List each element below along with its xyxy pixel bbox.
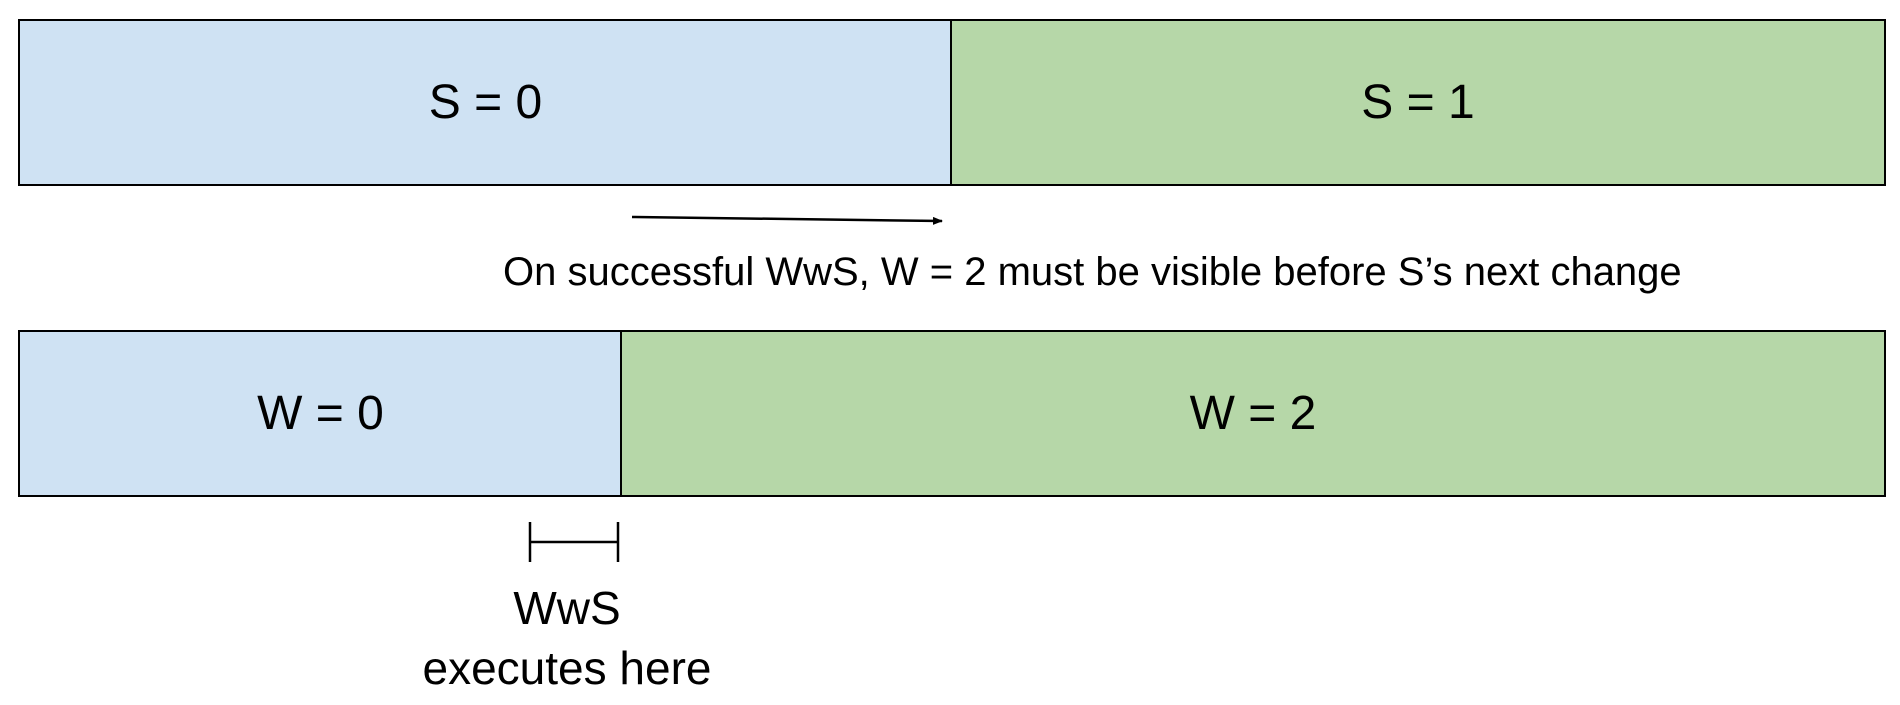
wws-caption-line2: executes here [422,642,712,694]
w-timeline-segment-w2: W = 2 [620,330,1886,497]
w2-label: W = 2 [1189,387,1317,440]
wws-interval-bracket [528,522,620,562]
visibility-annotation: On successful WwS, W = 2 must be visible… [503,250,1682,294]
s0-label: S = 0 [428,76,543,129]
s-timeline-segment-s1: S = 1 [950,19,1886,186]
s-timeline-segment-s0: S = 0 [18,19,953,186]
w-timeline-segment-w0: W = 0 [18,330,623,497]
wws-caption: WwS executes here [367,578,767,698]
visibility-arrow [631,215,943,225]
s1-label: S = 1 [1361,76,1475,129]
wws-caption-line1: WwS [513,582,621,634]
w0-label: W = 0 [257,387,384,440]
